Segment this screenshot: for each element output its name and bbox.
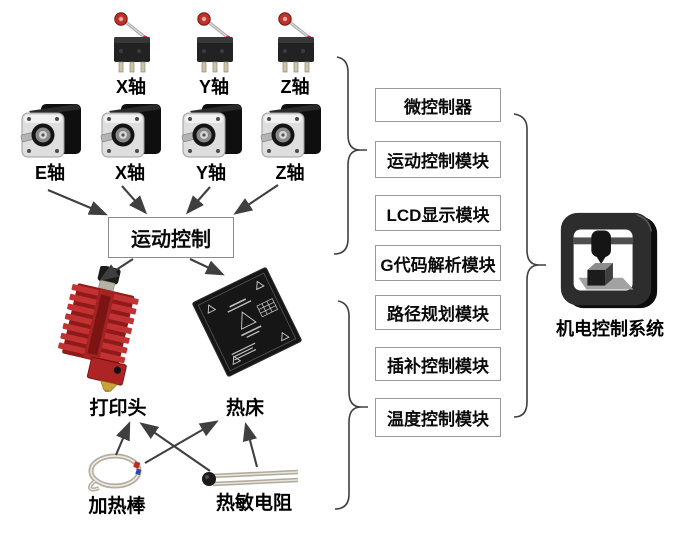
limit-switch-z-icon bbox=[276, 11, 316, 74]
module-label: 微控制器 bbox=[404, 97, 472, 117]
arrow-thermistor-to-heatbed bbox=[242, 421, 259, 468]
arrow-heater-rod-to-heatbed bbox=[144, 420, 219, 464]
motion-control-label: 运动控制 bbox=[131, 229, 211, 251]
motor-x-label: X轴 bbox=[114, 163, 145, 183]
printer-system-icon bbox=[560, 212, 658, 309]
module-label: LCD显示模块 bbox=[386, 205, 490, 225]
module-label: 路径规划模块 bbox=[387, 305, 489, 324]
system-label: 机电控制系统 bbox=[556, 319, 664, 339]
brace-modules-to-system bbox=[513, 113, 546, 418]
arrow-motor-e-to-motion-control bbox=[47, 189, 108, 216]
module-label: 温度控制模块 bbox=[387, 410, 489, 429]
arrow-motor-x-to-motion-control bbox=[121, 185, 148, 215]
module-box-interpolation: 插补控制模块 bbox=[375, 347, 501, 381]
module-box-path-planning: 路径规划模块 bbox=[375, 295, 501, 330]
thermistor-label: 热敏电阻 bbox=[215, 493, 292, 514]
brace-motion-group bbox=[333, 56, 367, 255]
motor-y-label: Y轴 bbox=[195, 163, 226, 183]
limit-switch-x-label: X轴 bbox=[115, 77, 146, 97]
thermistor-icon bbox=[202, 469, 299, 487]
limit-switch-z-label: Z轴 bbox=[280, 77, 310, 97]
arrow-motor-z-to-motion-control bbox=[233, 184, 279, 215]
module-box-temperature: 温度控制模块 bbox=[375, 398, 501, 437]
print-head-icon bbox=[58, 266, 139, 392]
heatbed-icon bbox=[192, 267, 302, 377]
module-label: 运动控制模块 bbox=[387, 152, 489, 171]
motion-control-box: 运动控制 bbox=[108, 217, 234, 258]
module-box-microcontroller: 微控制器 bbox=[375, 88, 501, 122]
module-label: 插补控制模块 bbox=[387, 356, 489, 376]
heater-rod-label: 加热棒 bbox=[88, 496, 146, 517]
module-label: G代码解析模块 bbox=[380, 255, 496, 275]
stepper-motor-z-icon bbox=[260, 103, 322, 158]
heatbed-label: 热床 bbox=[225, 398, 264, 419]
stepper-motor-y-icon bbox=[181, 103, 243, 158]
stepper-motor-x-icon bbox=[100, 103, 162, 158]
print-head-label: 打印头 bbox=[89, 398, 147, 419]
limit-switch-x-icon bbox=[112, 11, 152, 74]
module-box-motion-control: 运动控制模块 bbox=[375, 141, 501, 178]
module-box-gcode-parser: G代码解析模块 bbox=[375, 245, 501, 281]
brace-temperature-group bbox=[334, 300, 368, 510]
limit-switch-y-icon bbox=[195, 11, 235, 74]
heater-rod-icon bbox=[88, 453, 142, 492]
motor-e-label: E轴 bbox=[34, 163, 65, 183]
motor-z-label: Z轴 bbox=[275, 163, 305, 183]
stepper-motor-e-icon bbox=[20, 103, 82, 158]
module-box-lcd-display: LCD显示模块 bbox=[375, 195, 501, 231]
arrow-motor-y-to-motion-control bbox=[185, 186, 211, 215]
arrow-thermistor-to-print-head bbox=[139, 422, 211, 472]
limit-switch-y-label: Y轴 bbox=[198, 77, 229, 97]
